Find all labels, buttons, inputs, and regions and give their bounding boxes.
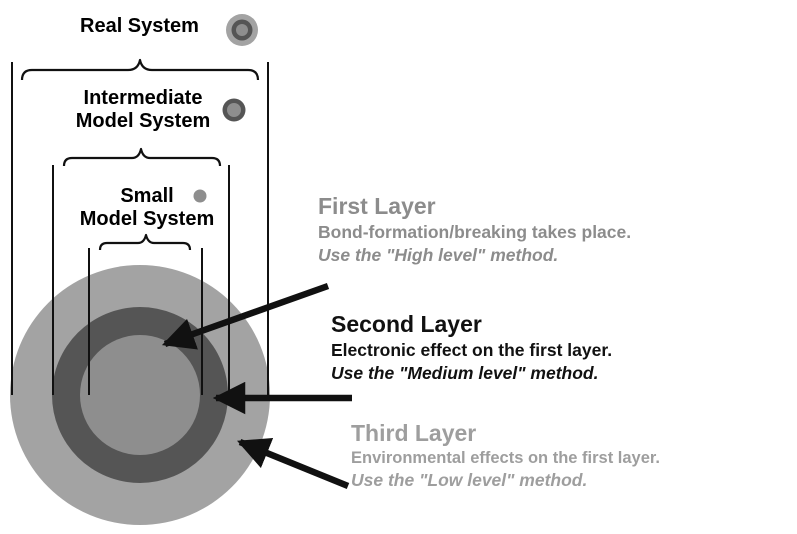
first-layer-title: First Layer [318,193,436,219]
real-system-brace [20,58,260,81]
small-system-label: Small Model System [80,185,214,231]
third-layer-description: Environmental effects on the first layer… [351,449,661,468]
arrow-to-third-layer [236,437,350,490]
small-label-line1: Small [120,185,174,207]
second-layer-method: Use the "Medium level" method. [331,362,599,383]
real-system-label: Real System [80,15,199,37]
real-system-icon-core [236,24,248,36]
small-label-line2: Model System [79,208,215,230]
third-layer-method: Use the "Low level" method. [351,470,588,491]
first-layer-description: Bond-formation/breaking takes place. [318,222,632,243]
intermediate-label-line1: Intermediate [83,87,203,109]
second-layer-text: Second Layer Electronic effect on the fi… [331,311,612,383]
intermediate-system-label: Intermediate Model System [76,87,210,133]
intermediate-icon-core [227,103,241,117]
third-layer-text: Third Layer Environmental effects on the… [351,420,660,491]
second-layer-description: Electronic effect on the first layer. [331,340,613,361]
small-brace [98,233,192,251]
small-icon-core [193,189,207,203]
third-layer-title: Third Layer [351,420,477,446]
intermediate-brace [62,147,222,167]
inner-first-layer-circle [80,335,200,455]
first-layer-method: Use the "High level" method. [318,244,559,265]
intermediate-label-line2: Model System [75,110,211,132]
second-layer-title: Second Layer [331,311,482,337]
arrow-to-first-layer [161,282,330,350]
first-layer-text: First Layer Bond-formation/breaking take… [318,193,631,265]
